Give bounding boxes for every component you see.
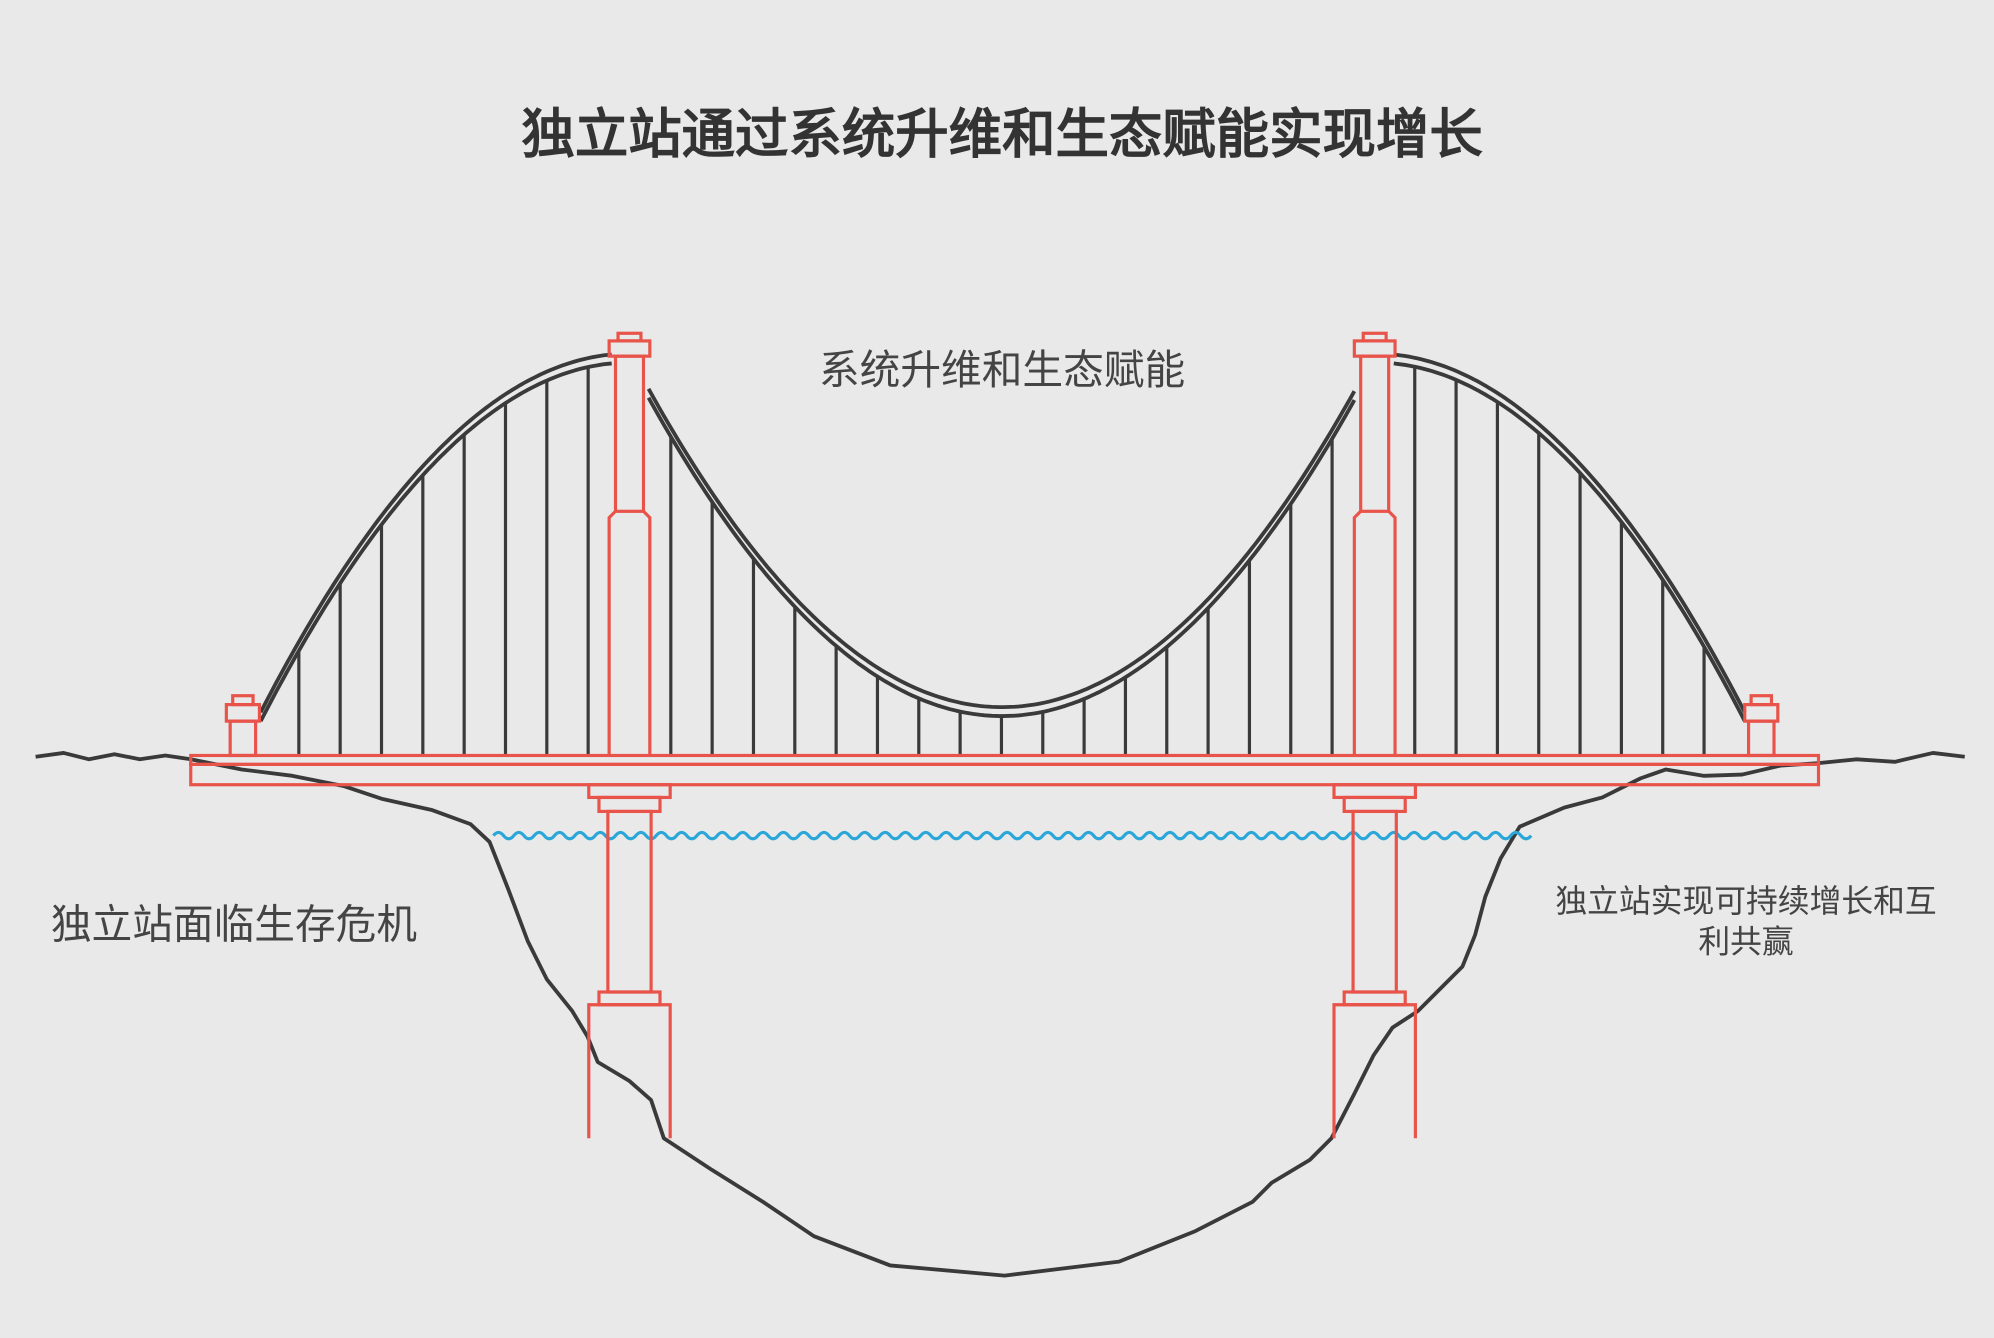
bridge-structure	[189, 331, 1821, 1139]
left-anchor-post	[228, 719, 258, 758]
left-anchor-cap	[224, 703, 262, 723]
cable-upper-0	[259, 352, 612, 714]
right-anchor-post	[1746, 719, 1776, 758]
deck-girder	[189, 762, 1821, 787]
right-pier-base	[1342, 990, 1407, 1007]
right-pier-cap	[1332, 783, 1417, 800]
left-tower-cap	[607, 339, 652, 358]
main-cables	[259, 352, 1747, 723]
right-anchor-cap	[1743, 703, 1780, 723]
right-pier-cap2	[1342, 795, 1407, 814]
ground-terrain	[35, 751, 1965, 1278]
right-tower-upper	[1359, 354, 1391, 513]
water-wave	[492, 830, 1533, 841]
left-pier-cap	[587, 783, 672, 800]
left-tower-lower	[607, 510, 652, 756]
diagram-title: 独立站通过系统升维和生态赋能实现增长	[521, 103, 1483, 166]
ground-outline	[35, 751, 1965, 1278]
cable-upper-1	[646, 387, 1357, 710]
left-tower-upper	[613, 354, 646, 513]
cable-lower-0	[259, 361, 612, 723]
cable-upper-2	[1393, 352, 1747, 714]
water-line	[492, 830, 1533, 841]
label-top: 系统升维和生态赋能	[819, 346, 1185, 394]
label-right-line2: 利共赢	[1698, 924, 1793, 961]
label-left: 独立站面临生存危机	[51, 901, 417, 949]
left-pier-cap2	[597, 795, 662, 814]
left-pier-base	[597, 990, 662, 1007]
right-tower-lower	[1352, 510, 1397, 756]
right-foundation	[1332, 1003, 1417, 1139]
left-foundation	[587, 1003, 672, 1139]
right-tower-cap	[1352, 339, 1397, 358]
hangers	[297, 366, 1706, 756]
label-right-line1: 独立站实现可持续增长和互	[1555, 883, 1936, 920]
cable-lower-1	[646, 396, 1357, 718]
cable-lower-2	[1393, 361, 1747, 723]
